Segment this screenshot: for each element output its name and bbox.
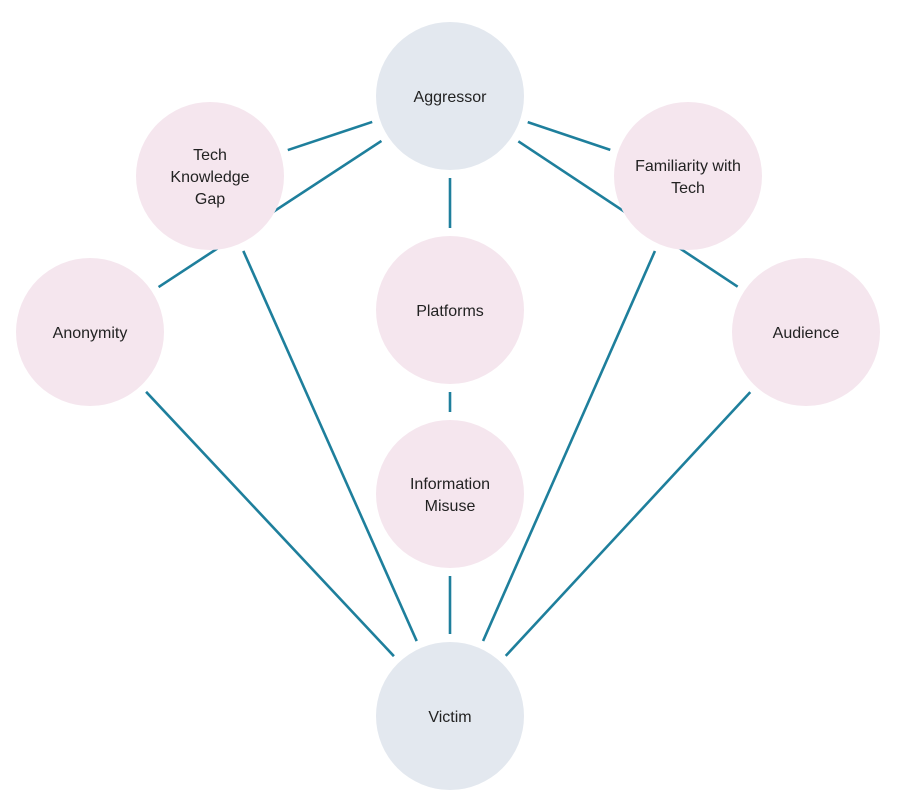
node-circle[interactable] (16, 258, 164, 406)
node-aggressor[interactable]: Aggressor (376, 22, 524, 170)
node-circle[interactable] (376, 420, 524, 568)
node-anonymity[interactable]: Anonymity (16, 258, 164, 406)
node-circle[interactable] (376, 22, 524, 170)
edge-aggressor-to-familiarity (527, 120, 611, 152)
node-label: Information (410, 476, 490, 493)
node-label: Tech (671, 180, 705, 197)
node-circle[interactable] (376, 642, 524, 790)
node-label: Knowledge (170, 169, 249, 186)
node-label: Victim (428, 709, 471, 726)
node-victim[interactable]: Victim (376, 642, 524, 790)
node-label: Platforms (416, 303, 484, 320)
node-circle[interactable] (136, 102, 284, 250)
node-label: Misuse (425, 498, 476, 515)
node-circle[interactable] (614, 102, 762, 250)
node-circle[interactable] (732, 258, 880, 406)
edge-familiarity-to-victim (481, 250, 657, 642)
edge-tech_gap-to-victim (242, 250, 418, 642)
node-label: Audience (773, 325, 840, 342)
node-label: Gap (195, 191, 225, 208)
node-circle[interactable] (376, 236, 524, 384)
node-label: Familiarity with (635, 158, 741, 175)
edge-aggressor-to-tech_gap (287, 120, 373, 152)
node-label: Aggressor (414, 89, 488, 106)
edge-audience-to-victim (504, 391, 752, 657)
node-label: Anonymity (53, 325, 128, 342)
node-platforms[interactable]: Platforms (376, 236, 524, 384)
node-audience[interactable]: Audience (732, 258, 880, 406)
node-label: Tech (193, 147, 227, 164)
edge-anonymity-to-victim (145, 390, 395, 658)
